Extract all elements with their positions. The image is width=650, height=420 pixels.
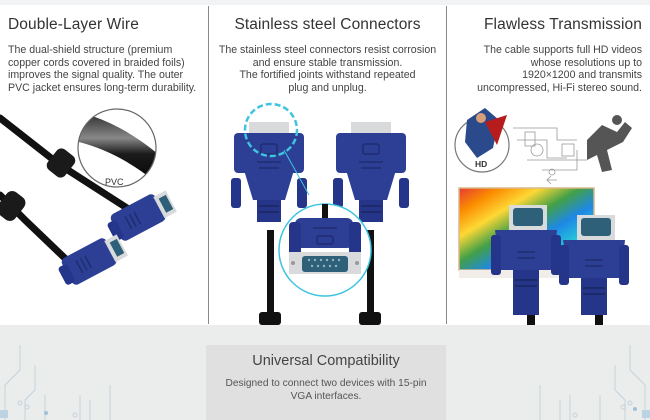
banner-title: Universal Compatibility (252, 353, 400, 369)
section-title: Flawless Transmission (483, 16, 642, 33)
hd-label: HD (475, 159, 487, 169)
compatibility-banner: Universal Compatibility Designed to conn… (0, 325, 650, 420)
section-title: Stainless steel Connectors (234, 16, 421, 33)
section-description: The cable supports full HD videos whose … (477, 44, 642, 94)
section-description: The stainless steel connectors resist co… (218, 44, 437, 94)
section-description: The dual-shield structure (premium coppe… (8, 44, 197, 94)
section-double-layer-wire: Double-Layer Wire The dual-shield struct… (0, 0, 208, 325)
section-stainless-steel-connectors: Stainless steel Connectors The stainless… (209, 0, 446, 325)
divider-1 (208, 6, 209, 324)
section-title: Double-Layer Wire (8, 16, 139, 33)
circuit-decoration-right (539, 345, 650, 420)
feature-panels: Double-Layer Wire The dual-shield struct… (0, 0, 650, 325)
divider-2 (446, 6, 447, 324)
stainless-connectors-image (231, 102, 409, 325)
circuit-decoration-left (0, 345, 111, 420)
top-strip (0, 0, 650, 5)
banner-description: Designed to connect two devices with 15-… (225, 378, 427, 402)
section-flawless-transmission: Flawless Transmission The cable supports… (447, 0, 650, 325)
vga-cable-pvc-image: PVC (0, 108, 177, 285)
pvc-label: PVC (105, 177, 124, 187)
universal-compatibility-box: Universal Compatibility Designed to conn… (206, 345, 446, 420)
hd-transmission-image: HD (454, 108, 632, 325)
